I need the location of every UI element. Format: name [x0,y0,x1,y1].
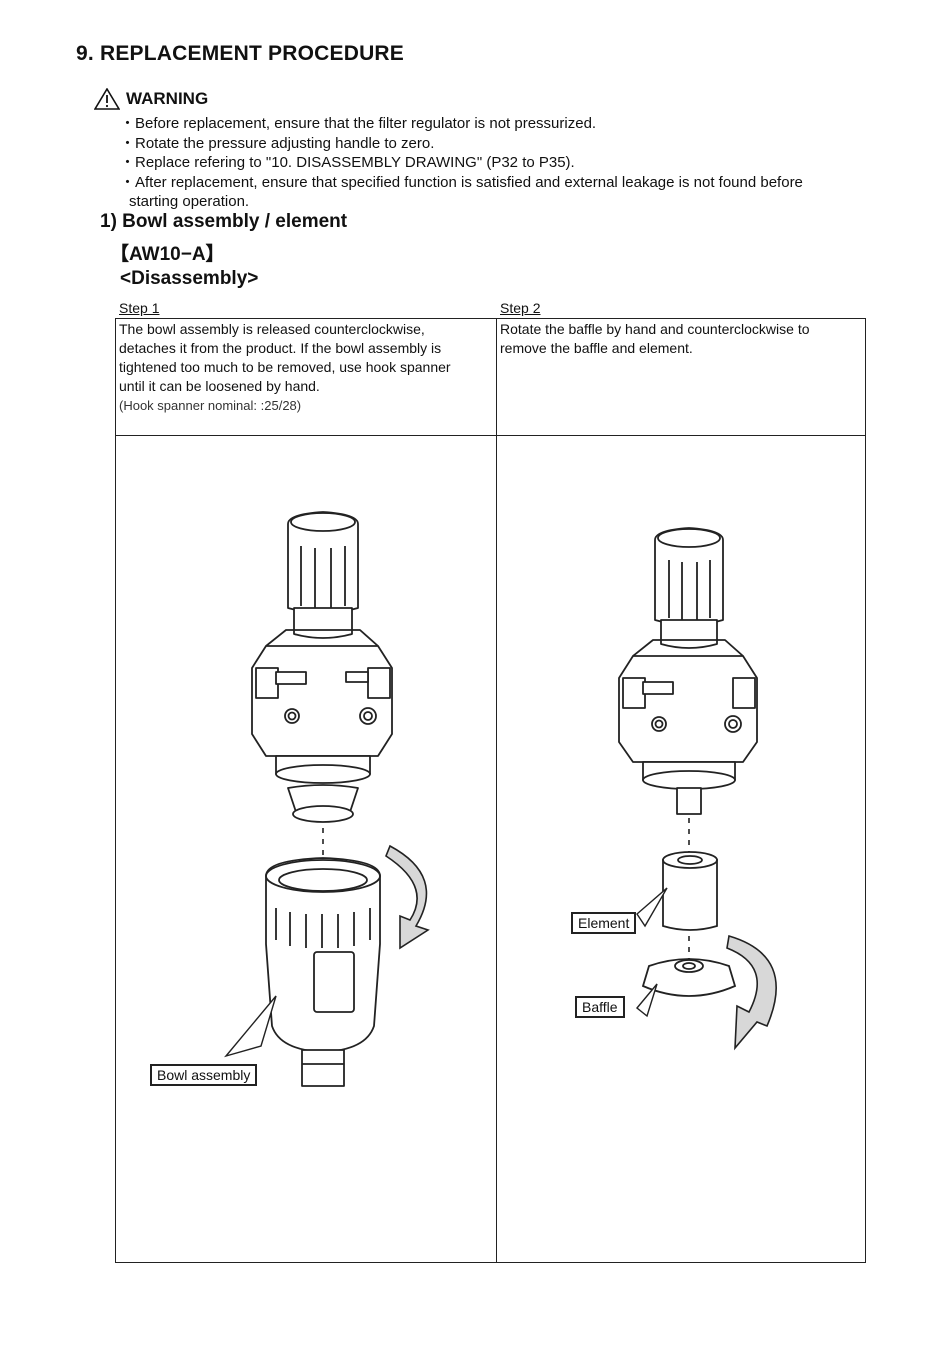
warning-label: WARNING [126,89,209,108]
step-2-line: remove the baffle and element. [500,340,693,356]
regulator-body [251,645,393,757]
step-2-illustration-cell: Element Baffle [496,435,866,1263]
warning-bullet: ・Replace refering to "10. DISASSEMBLY DR… [120,154,575,171]
step-1-illustration [224,511,430,1087]
step-1-line: The bowl assembly is released counterclo… [119,321,425,337]
subsection-title: 1) Bowl assembly / element [100,211,348,232]
model-label: 【AW10−A】 [110,244,225,265]
step-1-note: (Hook spanner nominal: :25/28) [119,398,302,413]
rotation-arrow [385,844,430,950]
warning-list: ・Before replacement, ensure that the fil… [120,114,950,212]
regulator-body [618,655,758,763]
callout-baffle: Baffle [575,996,625,1018]
baffle-part [641,958,737,997]
step-2-description: Rotate the baffle by hand and counterclo… [496,318,866,436]
procedure-table: The bowl assembly is released counterclo… [115,318,866,1263]
callout-element: Element [571,912,637,934]
warning-bullet: ・Rotate the pressure adjusting handle to… [120,134,435,152]
warning-bullet-continuation: starting operation. [129,193,250,210]
section-title: 9. REPLACEMENT PROCEDURE [76,42,405,65]
warning-triangle-icon [94,88,120,110]
step-2-illustration [618,527,777,1051]
warning-heading: WARNING [94,88,208,110]
warning-bullet: ・Before replacement, ensure that the fil… [120,115,597,132]
step-1-line: detaches it from the product. If the bow… [119,340,442,356]
callout-bowl-assembly: Bowl assembly [150,1064,258,1086]
step-2-line: Rotate the baffle by hand and counterclo… [500,321,810,337]
step-1-illustration-cell: Bowl assembly [115,435,497,1263]
step-1-label: Step 1 [119,300,160,316]
step-1-description: The bowl assembly is released counterclo… [115,318,497,436]
step-2-label: Step 2 [500,300,541,316]
phase-label: <Disassembly> [120,268,259,289]
step-1-line: tightened too much to be removed, use ho… [119,359,451,375]
element-part [662,859,718,931]
step-1-line: until it can be loosened by hand. [119,378,320,394]
warning-bullet: ・After replacement, ensure that specifie… [120,173,803,191]
rotation-arrow [726,934,777,1051]
